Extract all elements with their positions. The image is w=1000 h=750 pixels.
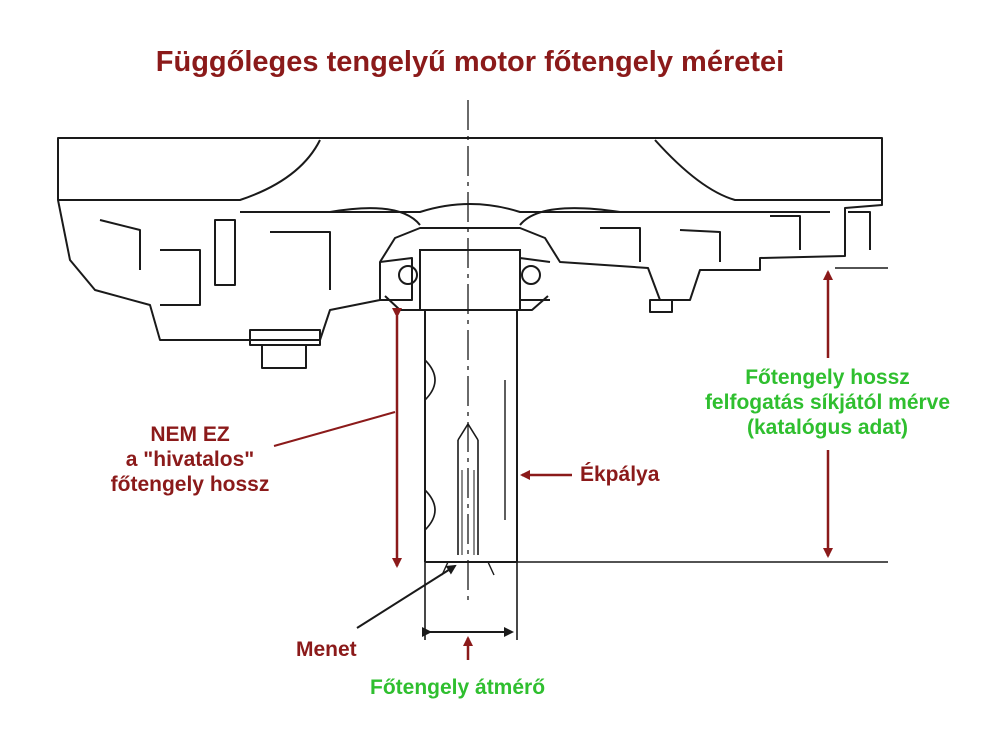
not-official-line-3: főtengely hossz — [110, 473, 270, 496]
official-length-line-2: felfogatás síkjától mérve — [704, 391, 951, 414]
not-official-line-1: NEM EZ — [150, 423, 230, 446]
official-length-line-3: (katalógus adat) — [746, 416, 909, 439]
crankshaft — [419, 249, 521, 576]
official-length-line-1: Főtengely hossz — [745, 366, 910, 389]
engine-body — [57, 137, 883, 369]
page-title: Függőleges tengelyű motor főtengely mére… — [155, 46, 785, 78]
not-official-leader — [273, 411, 396, 447]
diameter-label: Főtengely átmérő — [370, 676, 546, 699]
keyway-label: Ékpálya — [580, 463, 660, 486]
thread-leader — [356, 564, 457, 629]
not-official-line-2: a "hivatalos" — [125, 448, 255, 471]
not-official-length-label: NEM EZ a "hivatalos" főtengely hossz — [100, 422, 280, 497]
thread-label: Menet — [296, 638, 357, 661]
official-length-label: Főtengely hossz felfogatás síkjától mérv… — [680, 365, 975, 440]
reference-lines — [424, 267, 888, 640]
